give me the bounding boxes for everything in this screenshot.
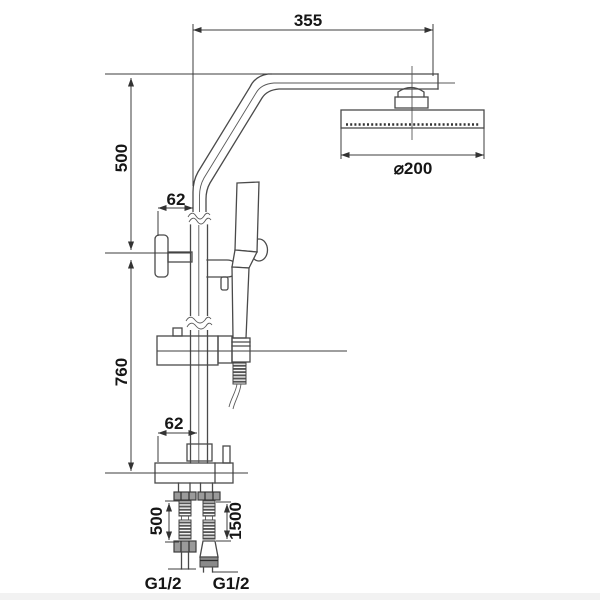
dimension-62-upper: 62 <box>157 190 193 236</box>
dimension-355: 355 <box>192 11 434 186</box>
cone-fitting <box>199 540 219 558</box>
supply-hoses <box>168 482 238 573</box>
dimension-62-lower: 62 <box>157 414 197 462</box>
holder-pin <box>220 276 229 291</box>
hex-nut <box>197 491 221 501</box>
thread-labels: G1/2 G1/2 <box>145 574 250 593</box>
slider-bar <box>167 251 193 263</box>
dimension-500-upper: 500 <box>105 73 272 254</box>
head-connector <box>394 96 429 109</box>
diverter-button <box>172 327 183 337</box>
hex-nut <box>173 491 197 501</box>
slider-handle <box>154 234 237 291</box>
cone-collar <box>199 556 219 568</box>
head-swivel-dome <box>397 86 425 98</box>
dim-500-hose-label: 500 <box>147 507 166 535</box>
dim-500-upper-label: 500 <box>112 144 131 172</box>
dimension-760: 760 <box>105 260 248 474</box>
dimension-500-hose: 500 <box>147 500 179 543</box>
dimension-1500-hose: 1500 <box>216 501 245 542</box>
escutcheon <box>186 443 213 462</box>
dim-62-upper-label: 62 <box>167 190 186 209</box>
hand-shower <box>231 181 269 339</box>
wall-mount-body <box>154 443 234 484</box>
hand-shower-neck <box>231 249 259 269</box>
diverter-body <box>156 327 347 410</box>
hand-shower-hose <box>228 383 238 408</box>
riser-arm-pipe <box>184 73 455 464</box>
head-body <box>340 109 485 129</box>
thread-right-label: G1/2 <box>213 574 250 593</box>
outlet-block <box>217 335 233 364</box>
flex-hose-corrugation <box>202 500 216 517</box>
hose-connector <box>231 337 251 363</box>
dim-1500-hose-label: 1500 <box>226 502 245 540</box>
bottom-edge-strip <box>0 593 600 600</box>
hex-nut <box>173 540 197 553</box>
hand-shower-hose-corrugation <box>232 362 247 385</box>
slider-knob <box>154 234 169 278</box>
dimension-head-diameter: ⌀200 <box>340 128 485 178</box>
hand-shower-handle <box>231 266 250 339</box>
lever <box>222 445 231 464</box>
shower-head <box>340 66 485 140</box>
thread-left-label: G1/2 <box>145 574 182 593</box>
dim-760-label: 760 <box>112 358 131 386</box>
dim-diameter-label: ⌀200 <box>394 159 433 178</box>
flex-hose-corrugation <box>178 500 192 517</box>
dim-355-label: 355 <box>294 11 322 30</box>
hand-shower-head <box>234 181 260 253</box>
dim-62-lower-label: 62 <box>165 414 184 433</box>
